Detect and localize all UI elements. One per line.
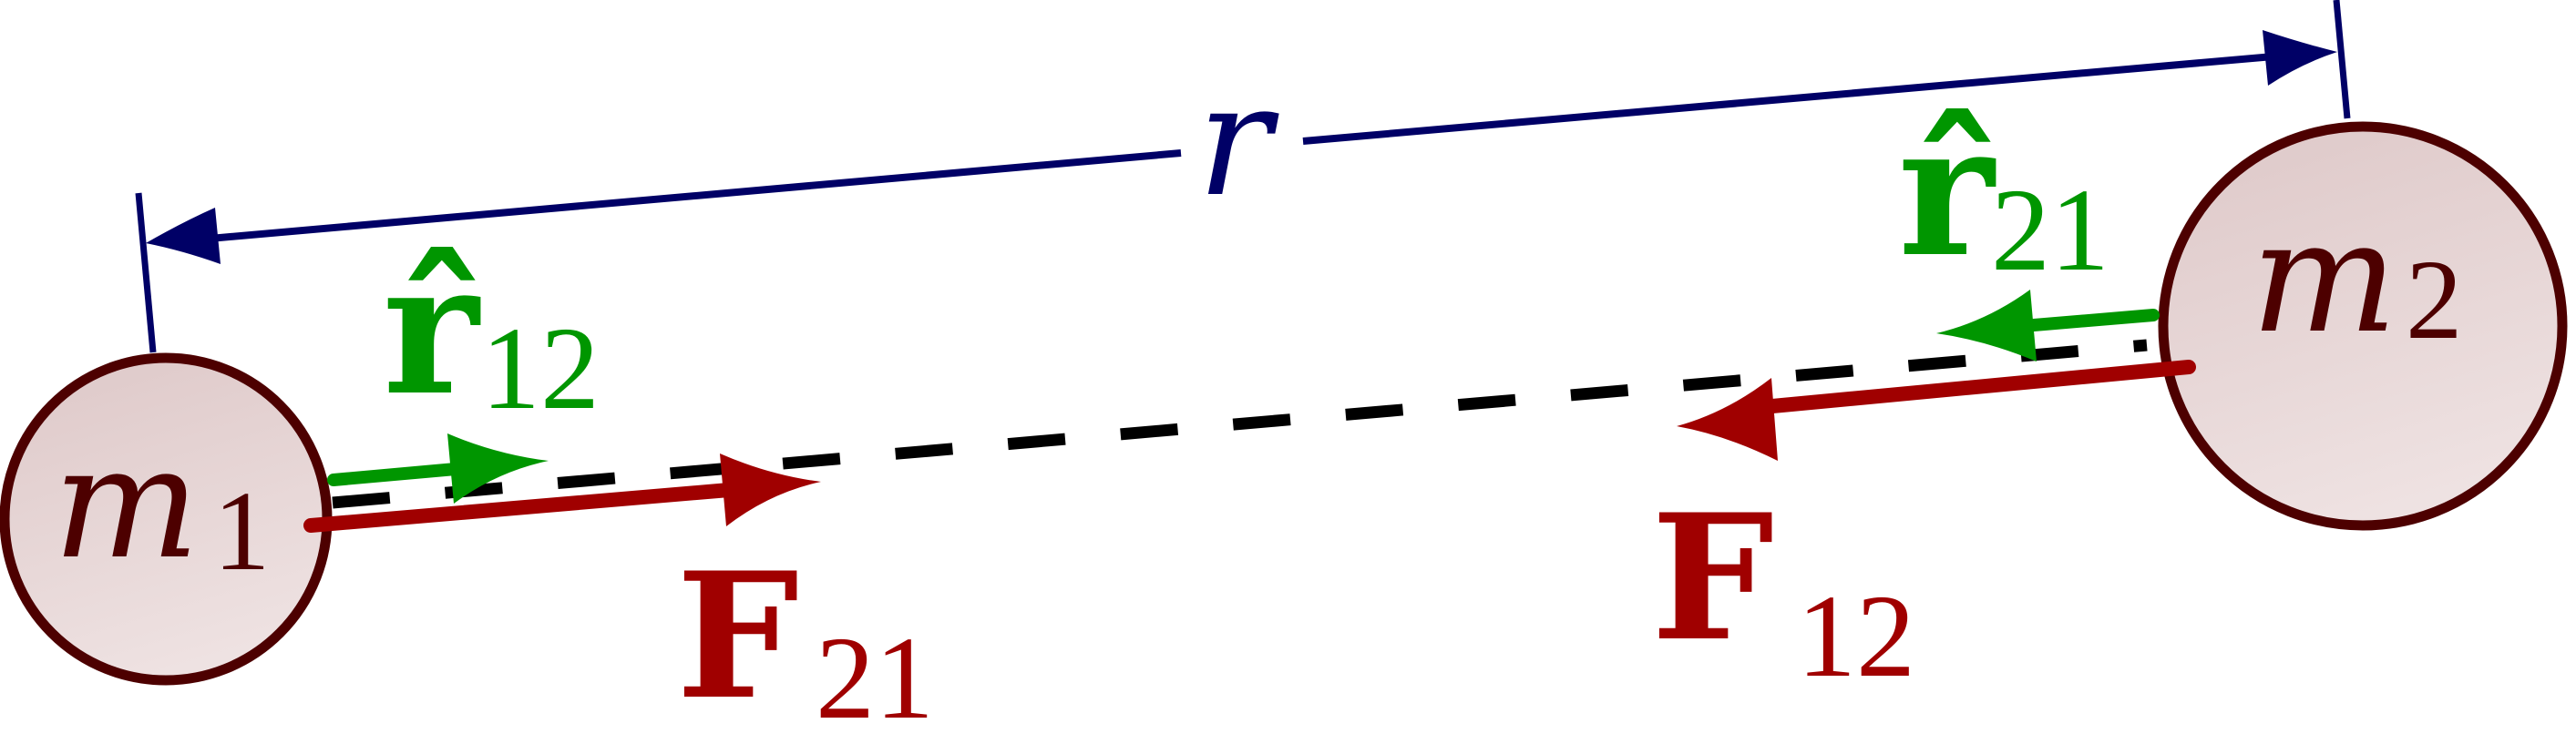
label-F12-subscript: 12 — [1797, 571, 1915, 702]
label-m1-subscript: 1 — [213, 469, 271, 595]
label-m2-symbol: m — [2251, 188, 2398, 368]
arrowhead-left-icon — [146, 208, 221, 264]
arrowhead-right-icon — [2263, 30, 2337, 86]
arrowhead-r12-icon — [447, 433, 549, 504]
label-r21-subscript: 21 — [1991, 165, 2109, 296]
unit-vector-r21 — [1936, 290, 2160, 362]
left-extension-tick — [135, 192, 157, 353]
distance-line-left — [209, 149, 1182, 242]
distance-dimension — [135, 0, 2351, 353]
label-m2-subscript: 2 — [2406, 238, 2463, 363]
label-r12-symbol: r̂ — [383, 222, 479, 436]
label-r21-symbol: r̂ — [1898, 84, 1995, 298]
right-extension-tick — [2333, 0, 2351, 119]
mass-m2 — [2158, 121, 2568, 531]
label-m1-symbol: m — [53, 413, 200, 594]
label-distance-r: r — [1197, 51, 1272, 231]
label-F12-symbol: F — [1651, 476, 1774, 679]
arrowhead-r21-icon — [1936, 290, 2037, 362]
center-line-dashed — [332, 339, 2148, 509]
label-F21-subscript: 21 — [816, 613, 934, 744]
force-vector-F12 — [1677, 360, 2196, 461]
distance-line-right — [1302, 53, 2274, 145]
gravitation-diagram — [0, 0, 2568, 686]
label-F21-symbol: F — [676, 535, 799, 738]
unit-vector-r12 — [327, 433, 549, 504]
label-r12-subscript: 12 — [481, 303, 600, 434]
force-vector-F21 — [303, 454, 821, 533]
arrowhead-F21-icon — [720, 454, 821, 526]
arrowhead-F12-icon — [1677, 378, 1778, 461]
